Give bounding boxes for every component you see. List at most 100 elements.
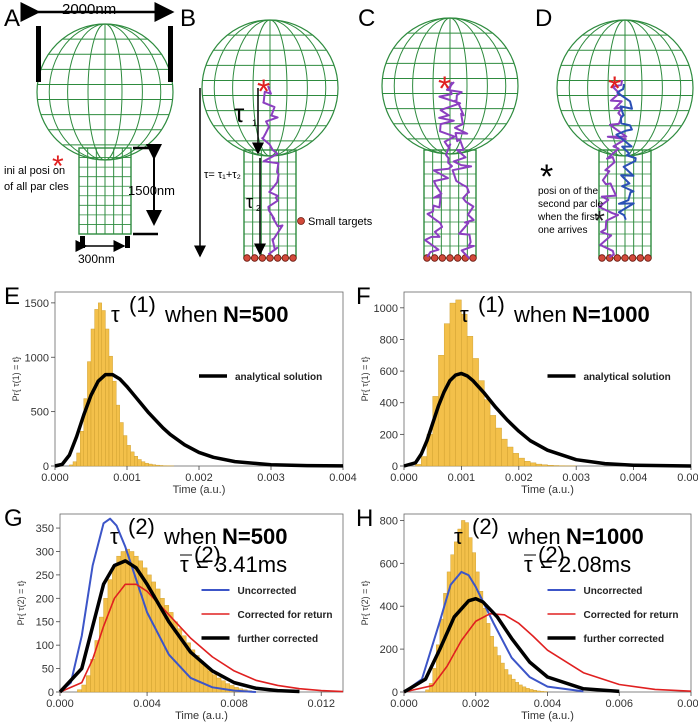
histogram-bar: [493, 646, 498, 693]
start-marker: *: [608, 70, 621, 108]
panel-label-b: B: [180, 5, 196, 32]
tau1-sub: 1: [252, 118, 257, 128]
particle-path: [597, 79, 628, 258]
histogram-bar: [461, 313, 468, 467]
y-axis-label: Pr{ τ(2) = t}: [360, 581, 370, 626]
histogram-bar: [144, 462, 149, 467]
y-tick-label: 1000: [25, 352, 49, 364]
y-tick-label: 1000: [374, 303, 398, 315]
y-tick-label: 0: [392, 687, 398, 699]
histogram-bar: [81, 684, 87, 693]
chart-title-sup: (2): [128, 514, 155, 539]
y-tick-label: 100: [36, 640, 54, 652]
particle-path: [445, 81, 475, 260]
histogram-bar: [116, 555, 122, 693]
histogram-bar: [103, 598, 109, 693]
y-tick-label: 0: [48, 687, 54, 699]
chart-title-symbol: τ: [111, 302, 120, 327]
histogram-bar: [536, 690, 541, 693]
histogram-bar: [151, 464, 156, 467]
histogram-bar: [133, 456, 138, 467]
histogram-bar: [119, 422, 124, 467]
panel-label-d: D: [535, 5, 552, 32]
chart-title-when: when: [163, 524, 217, 549]
series-line: [54, 372, 344, 468]
histogram-bar: [199, 660, 204, 693]
x-tick-label: 0.005: [677, 472, 698, 484]
y-tick-label: 250: [36, 570, 54, 582]
initial-position-text-1: ini al posi on: [4, 165, 65, 177]
panel-label-g: G: [4, 505, 23, 532]
x-tick-label: 0.004: [534, 698, 562, 710]
mean-value: = 3.41ms: [196, 552, 287, 577]
series-line: [403, 612, 692, 693]
histogram-bar: [547, 465, 554, 467]
chart-title-when: when: [507, 524, 561, 549]
x-tick-label: 0.000: [46, 698, 74, 710]
histogram-bar: [512, 453, 519, 467]
histogram-bar: [207, 670, 213, 693]
y-tick-label: 600: [380, 366, 398, 378]
histogram-bar: [126, 445, 131, 467]
x-tick-label: 0.000: [390, 698, 418, 710]
x-tick-label: 0.006: [605, 698, 633, 710]
geometry-a: [36, 23, 174, 235]
histogram-bar: [497, 655, 502, 693]
histogram-bar: [77, 689, 82, 693]
mean-sup: (2): [538, 542, 565, 567]
start-marker: *: [438, 70, 451, 108]
target-dot: [438, 254, 447, 262]
histogram-bar: [421, 456, 428, 467]
x-tick-label: 0.000: [41, 472, 69, 484]
histogram-bar: [212, 674, 217, 693]
histogram-bar: [97, 302, 102, 467]
y-tick-label: 350: [36, 523, 54, 535]
series-line: [59, 517, 256, 693]
mean-symbol: τ: [524, 552, 533, 577]
panel-label-f: F: [356, 283, 371, 310]
target-dot: [628, 254, 637, 262]
histogram-bar: [101, 310, 106, 467]
second-particle-path: [615, 83, 637, 221]
series-line: [403, 596, 620, 694]
histogram-bar: [125, 548, 130, 693]
histogram-bar: [159, 465, 164, 467]
histogram-bar: [489, 415, 497, 467]
histogram-bar: [108, 355, 113, 467]
y-tick-label: 150: [36, 617, 54, 629]
legend-label: Corrected for return: [584, 610, 679, 621]
histogram-bar: [120, 551, 126, 693]
y-tick-label: 800: [380, 515, 398, 527]
histogram-bar: [449, 302, 456, 467]
legend-label: Corrected for return: [238, 610, 333, 621]
x-tick-label: 0.004: [329, 472, 357, 484]
histogram-bar: [479, 591, 484, 693]
chart-title-when: when: [513, 302, 567, 327]
initial-position-text-2: of all par cles: [4, 181, 69, 193]
second-particle-marker-legend: *: [540, 158, 553, 196]
histogram-bar: [524, 461, 531, 467]
x-tick-label: 0.008: [677, 698, 698, 710]
tau-sum-label: τ= τ₁+τ₂: [204, 169, 241, 181]
x-axis-label: Time (a.u.): [173, 484, 226, 496]
x-axis-label: Time (a.u.): [175, 710, 228, 722]
x-tick-label: 0.002: [462, 698, 490, 710]
histogram-bar: [443, 323, 451, 467]
mean-sup: (2): [194, 542, 221, 567]
panel-label-c: C: [358, 5, 375, 32]
histogram-bar: [85, 675, 91, 693]
histogram-bar: [107, 579, 113, 693]
y-tick-label: 500: [31, 407, 49, 419]
tau2-sub: 2: [256, 204, 261, 213]
histogram-bar: [464, 522, 469, 693]
target-dot: [613, 254, 622, 262]
x-tick-label: 0.004: [133, 698, 161, 710]
particle-path: [424, 81, 462, 258]
panel-label-a: A: [4, 5, 20, 32]
x-tick-label: 0.008: [220, 698, 248, 710]
x-tick-label: 0.004: [620, 472, 648, 484]
target-dot: [430, 254, 439, 262]
chart-title-n: N=1000: [566, 524, 644, 549]
histogram-bar: [484, 399, 491, 467]
histogram-bar: [130, 451, 135, 467]
